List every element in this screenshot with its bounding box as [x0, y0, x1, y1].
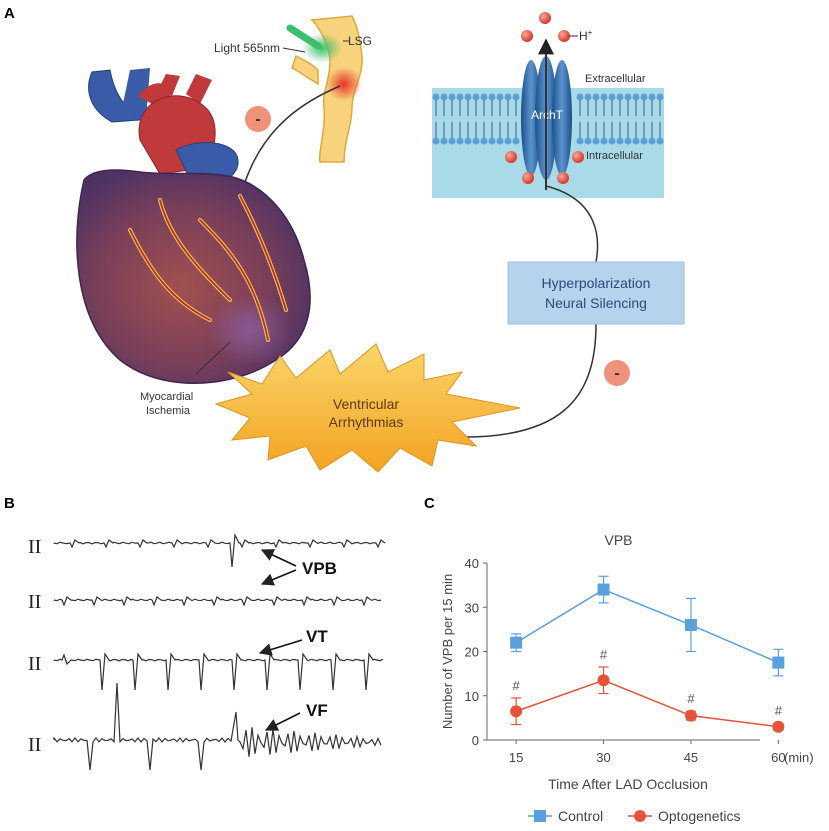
data-point — [597, 583, 610, 596]
data-point — [510, 705, 523, 718]
ecg-lead-3: II — [28, 653, 41, 675]
membrane-to-box-curve — [545, 185, 599, 263]
ecg-lead-2: II — [28, 591, 41, 613]
ecg-trace-2 — [53, 596, 382, 607]
y-tick-label: 30 — [465, 600, 479, 615]
chart-title: VPB — [604, 532, 632, 548]
lsg-ganglion — [291, 15, 363, 163]
x-tick-label: 45 — [684, 750, 698, 765]
vpb-label: VPB — [302, 559, 337, 578]
vf-arrow — [264, 712, 301, 731]
minus-badge-upper: - — [245, 106, 271, 132]
vf-label: VF — [306, 701, 328, 720]
arrhythmia-burst — [214, 343, 521, 473]
significance-mark: # — [775, 703, 783, 718]
y-tick-label: 10 — [465, 689, 479, 704]
vpb-arrow-1 — [260, 549, 297, 567]
minus-badge-lower: - — [604, 360, 630, 386]
box-line1: Hyperpolarization — [542, 275, 651, 291]
vpb-arrow-2 — [260, 569, 297, 586]
series-line — [515, 679, 779, 728]
x-tick-label: 15 — [509, 750, 523, 765]
ischemia-leader — [195, 341, 231, 375]
archt-label: ArchT — [531, 108, 564, 122]
ecg-trace-1 — [53, 532, 386, 568]
y-tick-label: 40 — [465, 556, 479, 571]
ecg-trace-3 — [53, 652, 384, 691]
panel-label-c: C — [424, 495, 435, 512]
svg-text:-: - — [255, 111, 260, 128]
proton-balls — [505, 12, 584, 184]
vt-arrow — [258, 639, 303, 656]
vpb-chart: VPB 0 10 20 30 40 15 30 45 60(min) Number of VPB p… — [440, 532, 814, 824]
vt-label: VT — [306, 627, 328, 646]
significance-mark: # — [687, 691, 695, 706]
x-unit-label: (min) — [784, 750, 814, 765]
lsg-label: LSG — [348, 34, 372, 48]
x-axis-title: Time After LAD Occlusion — [548, 776, 708, 792]
series-line — [515, 588, 779, 664]
data-point — [772, 656, 785, 669]
y-axis-title: Number of VPB per 15 min — [440, 574, 455, 729]
panel-label-a: A — [4, 5, 15, 22]
h-label: H+ — [579, 28, 593, 43]
significance-mark: # — [513, 678, 521, 693]
ecg-lead-1: II — [28, 536, 41, 558]
light-label: Light 565nm — [214, 41, 280, 55]
legend-label-control: Control — [558, 808, 603, 824]
ischemia-label-line2: Ischemia — [146, 405, 191, 417]
archt-channel — [521, 56, 572, 180]
legend-label-optogenetics: Optogenetics — [658, 808, 741, 824]
box-to-burst-curve — [451, 323, 597, 438]
data-point — [510, 636, 523, 649]
ecg-lead-4: II — [28, 734, 41, 756]
y-tick-label: 0 — [472, 733, 479, 748]
light-leader — [282, 47, 306, 53]
burst-line2: Arrhythmias — [329, 414, 404, 430]
data-point — [597, 674, 610, 687]
y-tick-label: 20 — [465, 645, 479, 660]
lipid-bilayer — [432, 93, 664, 145]
data-point — [684, 618, 697, 631]
intracellular-label: Intracellular — [586, 150, 643, 162]
burst-line1: Ventricular — [333, 396, 399, 412]
legend-marker-optogenetics — [634, 810, 646, 822]
legend-marker-control — [534, 810, 546, 822]
series-control — [510, 575, 785, 677]
hyperpolarization-box — [507, 261, 685, 325]
data-point — [772, 720, 785, 733]
extracellular-label: Extracellular — [585, 73, 646, 85]
legend: Control Optogenetics — [528, 808, 741, 824]
x-tick-label: 30 — [596, 750, 610, 765]
x-tick-label: 60 — [771, 750, 785, 765]
data-point — [684, 709, 697, 722]
light-fiber — [286, 24, 322, 50]
box-line2: Neural Silencing — [545, 295, 647, 311]
panel-label-b: B — [4, 495, 15, 512]
heart-illustration — [76, 68, 311, 384]
svg-text:-: - — [614, 365, 619, 382]
series-optogenetics — [510, 666, 785, 733]
ischemia-label-line1: Myocardial — [140, 391, 193, 403]
significance-mark: # — [600, 647, 608, 662]
ecg-trace-4 — [53, 682, 382, 771]
